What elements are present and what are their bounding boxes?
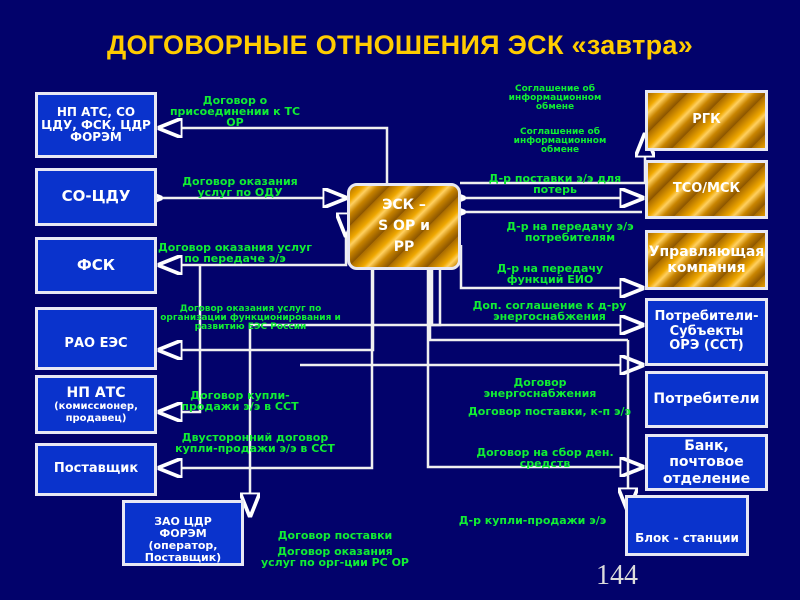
slide-title: ДОГОВОРНЫЕ ОТНОШЕНИЯ ЭСК «завтра» [106,30,694,60]
label-supply-kp: Договор поставки, к-п э/э [467,405,632,418]
box-consumers-sst[interactable]: Потребители-Субъекты ОРЭ (ССТ) [645,298,768,366]
box-rgk[interactable]: РГК [645,90,768,151]
box-np-ats-title: НП АТС [66,384,126,401]
line-connection-ts [160,128,389,183]
label-supply: Договор поставки [277,529,393,542]
label-connection-ts: Договор о присоединении к ТС ОР [169,94,301,129]
label-money-collection: Договор на сбор ден. средств [476,446,614,470]
label-bilateral: Двусторонний договор купли-продажи э/э в… [175,431,335,455]
box-np-ats[interactable]: НП АТС (комиссионер, продавец) [35,375,157,434]
label-transfer-consumers: Д-р на передачу э/э потребителям [506,220,634,244]
center-line-3: PP [393,239,415,255]
line-uk [459,245,642,288]
page-number: 144 [596,560,638,591]
label-info-exchange-2: Соглашение об информационном обмене [513,127,607,155]
box-cdr-forem[interactable]: ЗАО ЦДР ФОРЭМ (оператор, Поставщик) [122,500,244,566]
center-line-2: S OP и [378,218,430,234]
center-line-1: ЭСК – [382,197,426,213]
label-odu-services: Договор оказания услуг по ОДУ [182,175,298,199]
box-cdr-sub: (оператор, Поставщик) [144,539,222,565]
box-managing-company[interactable]: Управляющая компания [645,230,768,290]
line-bank [426,270,642,467]
label-losses: Д-р поставки э/э для потерь [488,172,622,196]
box-np-ats-so-fsk-cdr[interactable]: НП АТС, СО ЦДУ, ФСК, ЦДР ФОРЭМ [35,92,157,158]
line-supplier [160,270,374,468]
box-cdr-title: ЗАО ЦДР ФОРЭМ [154,514,212,540]
label-energy-supply: Договор энергоснабжения [483,376,597,400]
center-esk-box[interactable]: ЭСК – S OP и PP [347,183,461,270]
label-info-exchange-1: Соглашение об информационном обмене [508,84,602,112]
label-transmission: Договор оказания услуг по передаче э/э [157,241,312,265]
box-consumers[interactable]: Потребители [645,371,768,428]
line-sst [430,270,642,325]
label-purchase-sale: Д-р купли-продажи э/э [458,514,607,527]
label-eio-functions: Д-р на передачу функций ЕИО [496,262,604,286]
box-rao-ees[interactable]: РАО ЕЭС [35,307,157,370]
box-fsk[interactable]: ФСК [35,237,157,294]
label-sst-purchase: Договор купли-продажи э/э в ССТ [181,389,299,413]
box-np-ats-sub: (комиссионер, продавец) [54,401,138,424]
box-supplier[interactable]: Поставщик [35,443,157,496]
box-block-stations[interactable]: Блок - станции [625,495,749,556]
label-supply-addendum: Доп. соглашение к д-ру энергоснабжения [472,299,627,323]
box-so-cdu[interactable]: СО-ЦДУ [35,168,157,226]
line-fsk [160,235,346,265]
line-np-ats [160,265,202,412]
box-bank-post[interactable]: Банк, почтовое отделение [645,434,768,491]
label-rs-or: Договор оказания услуг по орг-ции РС ОР [260,545,409,569]
box-tso-msk[interactable]: ТСО/МСК [645,160,768,219]
label-ees-services: Договор оказания услуг по организации фу… [160,304,341,332]
